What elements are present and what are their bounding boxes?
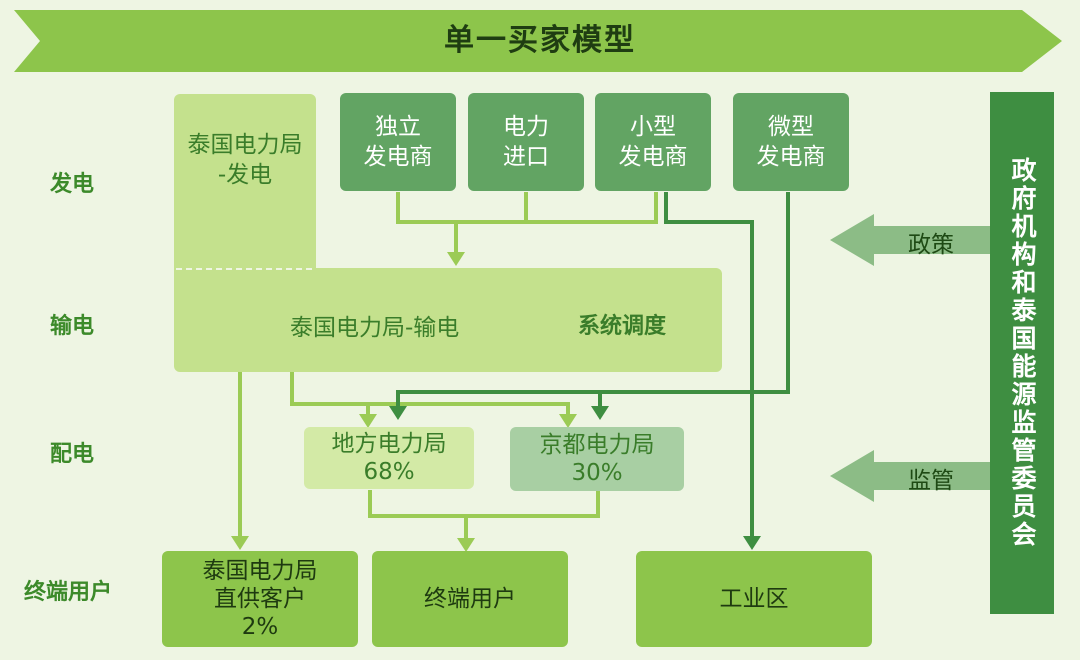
vspp-box: 微型 发电商 bbox=[733, 93, 849, 191]
policy-arrow bbox=[830, 214, 990, 266]
pea-box: 地方电力局 68% bbox=[304, 427, 474, 489]
power-import-box: 电力 进口 bbox=[468, 93, 584, 191]
vspp-line-1: 微型 bbox=[768, 114, 814, 140]
direct-share: 2% bbox=[241, 614, 279, 640]
row-label-transmission: 输电 bbox=[50, 314, 95, 339]
pea-name: 地方电力局 bbox=[331, 431, 447, 457]
row-label-end-users: 终端用户 bbox=[24, 580, 113, 605]
spp-box: 小型 发电商 bbox=[595, 93, 711, 191]
system-dispatch-label: 系统调度 bbox=[578, 314, 667, 339]
spp-line-2: 发电商 bbox=[618, 144, 688, 170]
direct-line-1: 泰国电力局 bbox=[202, 558, 318, 584]
spp-to-industrial-connector bbox=[664, 192, 754, 538]
distribution-to-users-connector bbox=[368, 490, 600, 540]
end-users-label: 终端用户 bbox=[424, 586, 516, 612]
row-label-generation: 发电 bbox=[50, 172, 95, 197]
egat-direct-customer-box: 泰国电力局 直供客户 2% bbox=[162, 551, 358, 647]
title-banner bbox=[14, 10, 1062, 72]
arrowhead-to-direct bbox=[231, 536, 249, 550]
egat-generation-line-1: 泰国电力局 bbox=[187, 132, 303, 158]
arrowhead-to-industrial bbox=[743, 536, 761, 550]
regulator-label: 政府机构和泰国能源监管委员会 bbox=[1008, 157, 1037, 549]
arrowhead-to-pea-light bbox=[359, 414, 377, 428]
ipp-line-1: 独立 bbox=[375, 114, 421, 140]
import-line-1: 电力 bbox=[503, 114, 549, 140]
regulator-bar: 政府机构和泰国能源监管委员会 bbox=[990, 92, 1054, 614]
mea-share: 30% bbox=[571, 460, 623, 486]
generator-connectors bbox=[396, 192, 658, 254]
mea-box: 京都电力局 30% bbox=[510, 427, 684, 491]
egat-generation-label: 泰国电力局 -发电 bbox=[174, 130, 316, 190]
supervision-label: 监管 bbox=[908, 468, 954, 494]
arrowhead-to-users bbox=[457, 538, 475, 552]
ipp-line-2: 发电商 bbox=[363, 144, 433, 170]
egat-generation-line-2: -发电 bbox=[217, 162, 273, 188]
import-line-2: 进口 bbox=[503, 144, 549, 170]
diagram-title: 单一买家模型 bbox=[444, 23, 636, 58]
egat-transmission-block bbox=[174, 268, 722, 372]
egat-generation-block bbox=[174, 94, 316, 270]
arrowhead-to-mea-light bbox=[559, 414, 577, 428]
arrowhead-to-mea-dark bbox=[591, 406, 609, 420]
generator-arrowhead bbox=[447, 252, 465, 266]
egat-join-fill bbox=[174, 260, 316, 280]
supervision-arrow bbox=[830, 450, 990, 502]
pea-share: 68% bbox=[363, 459, 415, 485]
end-users-box: 终端用户 bbox=[372, 551, 568, 647]
direct-line-2: 直供客户 bbox=[214, 586, 306, 612]
industrial-zone-label: 工业区 bbox=[719, 586, 789, 612]
vspp-to-distribution-connector bbox=[396, 192, 790, 408]
egat-transmission-label: 泰国电力局-输电 bbox=[290, 315, 460, 341]
mea-name: 京都电力局 bbox=[539, 432, 655, 458]
spp-line-1: 小型 bbox=[630, 114, 676, 140]
row-label-distribution: 配电 bbox=[50, 442, 95, 467]
arrowhead-to-pea-dark bbox=[389, 406, 407, 420]
industrial-zone-box: 工业区 bbox=[636, 551, 872, 647]
vspp-line-2: 发电商 bbox=[756, 144, 826, 170]
ipp-box: 独立 发电商 bbox=[340, 93, 456, 191]
policy-label: 政策 bbox=[908, 232, 954, 258]
